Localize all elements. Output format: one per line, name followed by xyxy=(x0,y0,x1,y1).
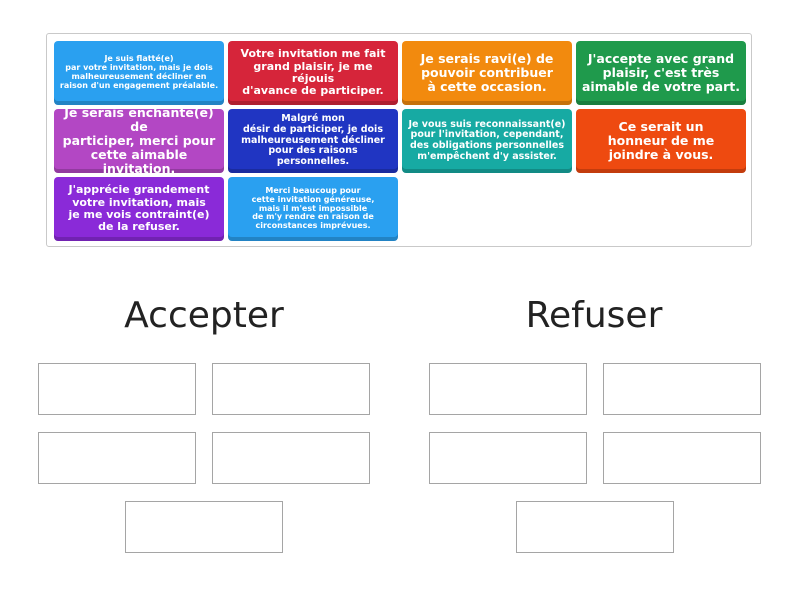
answer-card[interactable]: Je suis flatté(e) par votre invitation, … xyxy=(54,41,224,105)
answer-card-text: Je suis flatté(e) par votre invitation, … xyxy=(59,54,219,90)
refuse-drop-slot[interactable] xyxy=(429,432,587,484)
answer-card-text: Merci beaucoup pour cette invitation gén… xyxy=(251,185,375,231)
answer-card-text: Je vous suis reconnaissant(e) pour l'inv… xyxy=(408,118,566,162)
answer-card-text: Votre invitation me fait grand plaisir, … xyxy=(240,47,386,98)
accept-drop-slot[interactable] xyxy=(38,432,196,484)
answer-card-text: J'apprécie grandement votre invitation, … xyxy=(68,183,210,234)
refuse-drop-slot[interactable] xyxy=(516,501,674,553)
refuse-drop-slot[interactable] xyxy=(429,363,587,415)
accept-drop-slot[interactable] xyxy=(212,432,370,484)
answer-card[interactable]: Malgré mon désir de participer, je dois … xyxy=(228,109,398,173)
accept-drop-slot[interactable] xyxy=(38,363,196,415)
answer-card[interactable]: Votre invitation me fait grand plaisir, … xyxy=(228,41,398,105)
refuse-drop-slot[interactable] xyxy=(603,432,761,484)
group-title-refuse: Refuser xyxy=(525,295,663,336)
accept-drop-slot[interactable] xyxy=(212,363,370,415)
answer-card[interactable]: J'accepte avec grand plaisir, c'est très… xyxy=(576,41,746,105)
answer-card[interactable]: J'apprécie grandement votre invitation, … xyxy=(54,177,224,241)
answer-card[interactable]: Ce serait un honneur de me joindre à vou… xyxy=(576,109,746,173)
answer-card-text: Je serais ravi(e) de pouvoir contribuer … xyxy=(420,51,554,94)
refuse-drop-slot[interactable] xyxy=(603,363,761,415)
answer-card-text: Malgré mon désir de participer, je dois … xyxy=(241,113,385,167)
answer-card[interactable]: Je serais enchanté(e) de participer, mer… xyxy=(54,105,224,176)
answer-card[interactable]: Je vous suis reconnaissant(e) pour l'inv… xyxy=(402,109,572,173)
answer-card-text: Ce serait un honneur de me joindre à vou… xyxy=(607,119,715,162)
answer-card-text: J'accepte avec grand plaisir, c'est très… xyxy=(582,51,740,94)
accept-drop-slot[interactable] xyxy=(125,501,283,553)
answer-card[interactable]: Merci beaucoup pour cette invitation gén… xyxy=(228,177,398,241)
group-title-accept: Accepter xyxy=(124,295,284,336)
answer-card-text: Je serais enchanté(e) de participer, mer… xyxy=(62,105,216,176)
answer-card[interactable]: Je serais ravi(e) de pouvoir contribuer … xyxy=(402,41,572,105)
